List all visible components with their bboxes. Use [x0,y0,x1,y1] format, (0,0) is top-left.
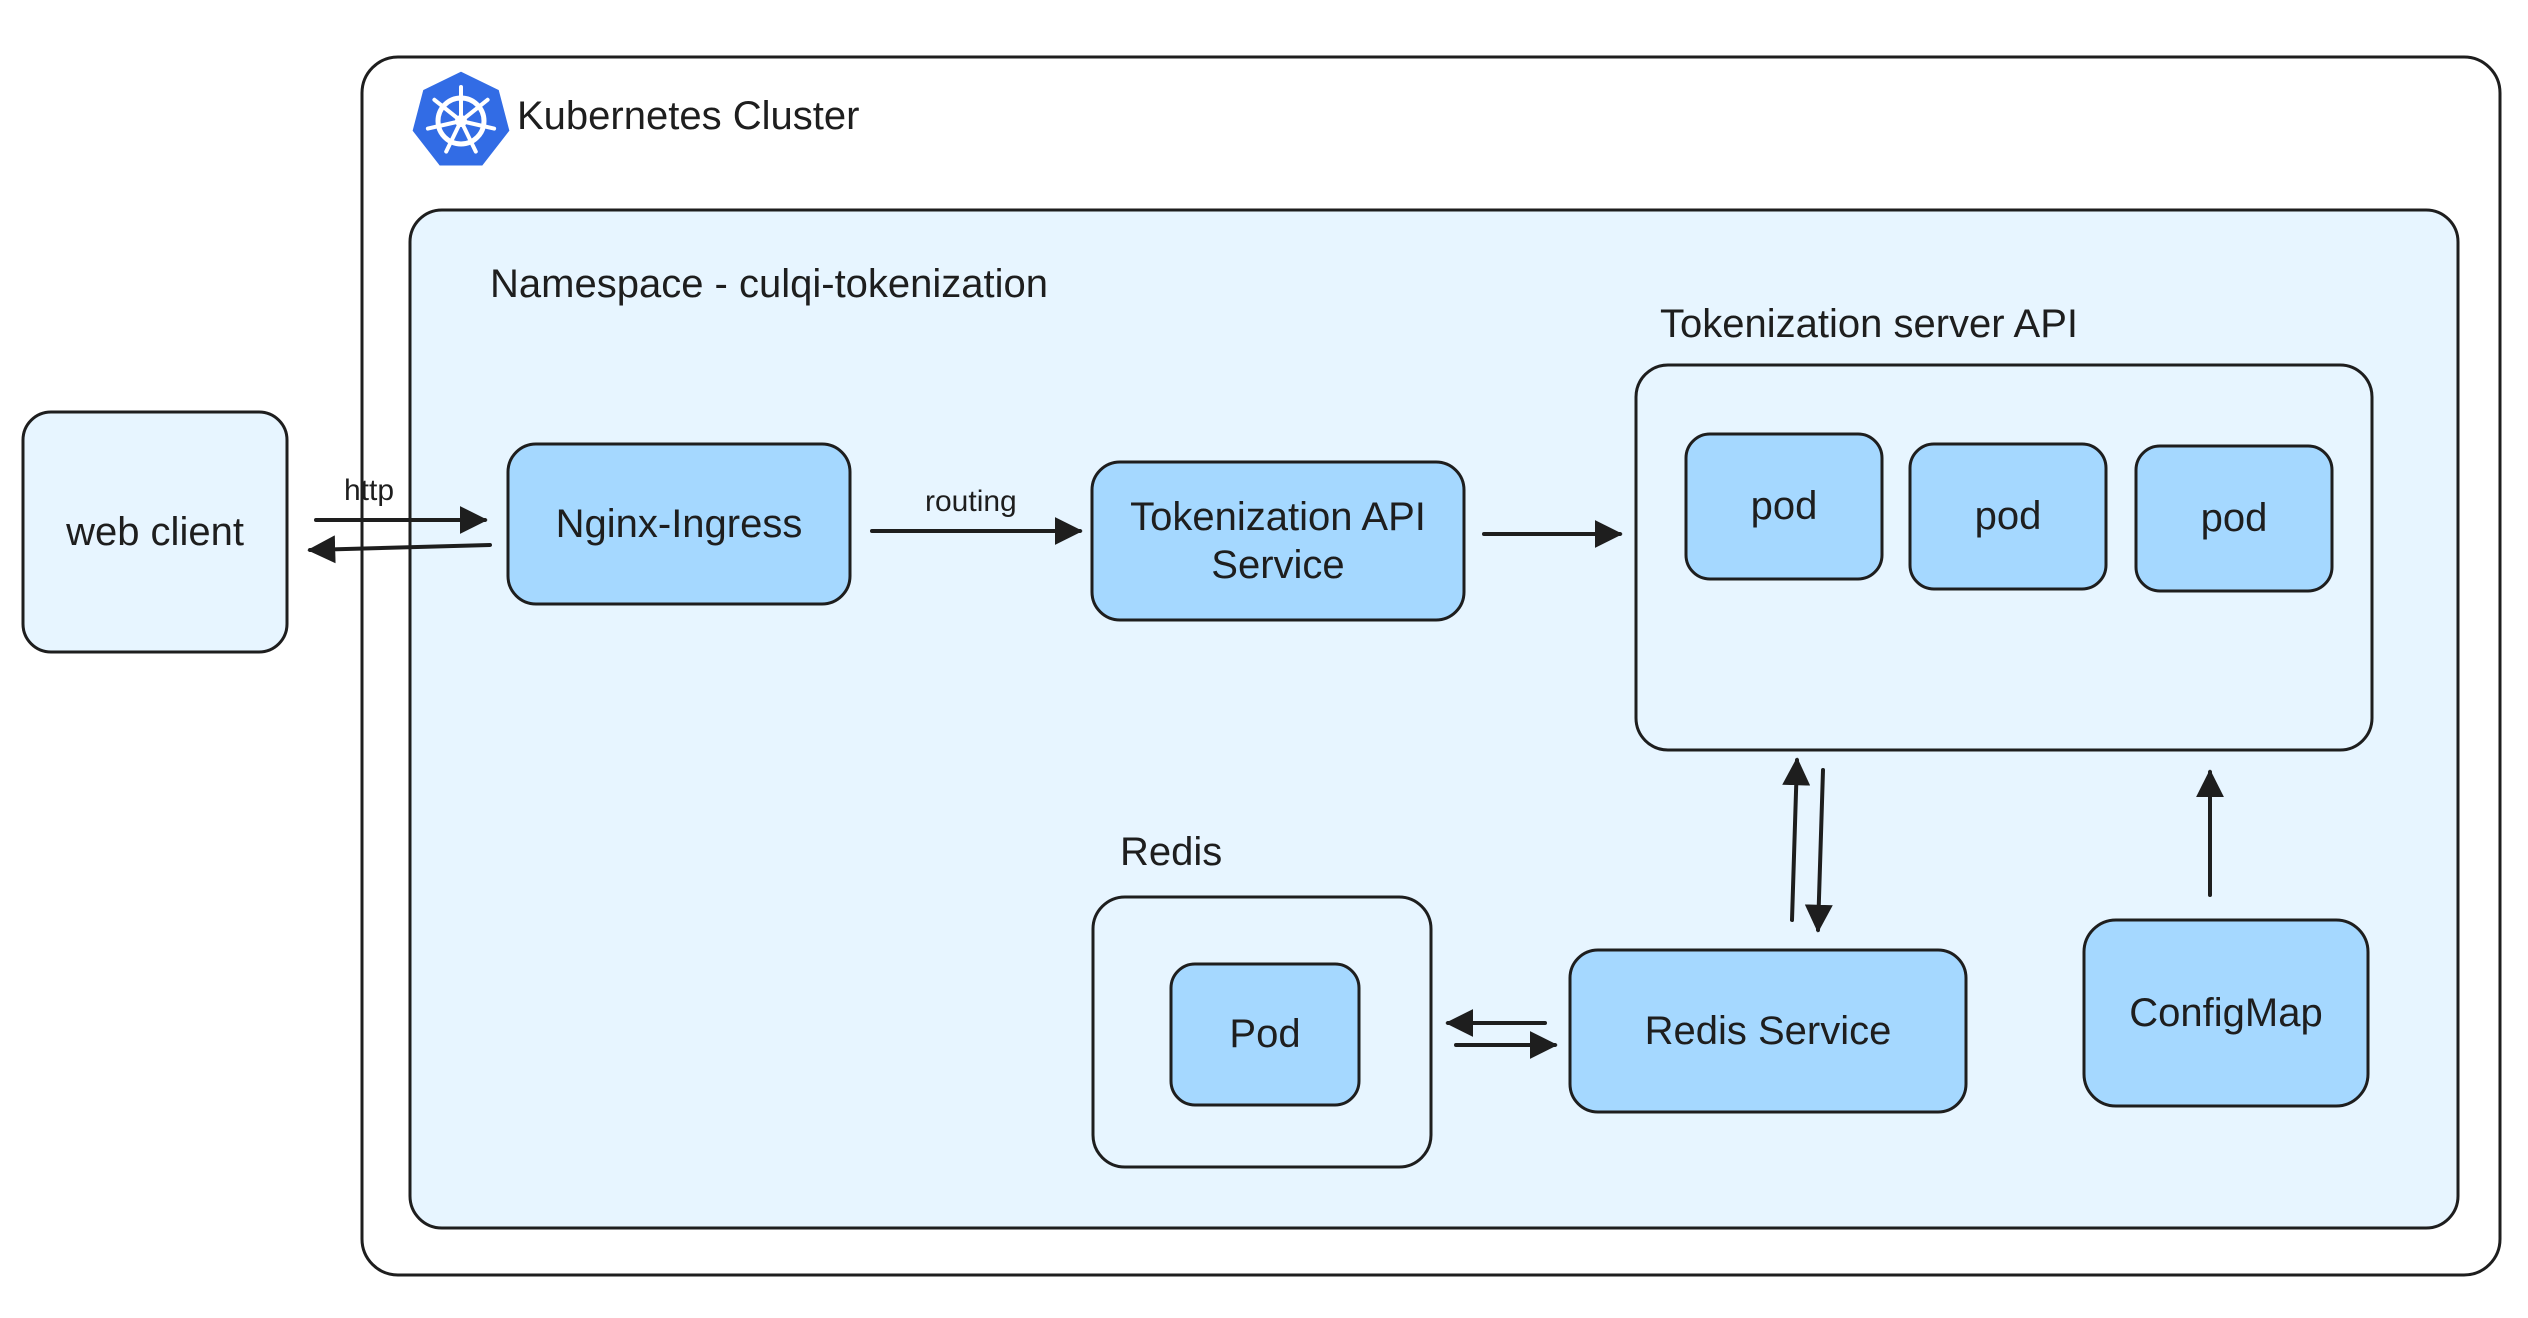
pod-label-2: pod [1974,494,2042,538]
tokenization-api-service-line2: Service [1211,543,1345,587]
redis-pod-label: Pod [1229,1012,1301,1056]
redis-title: Redis [1120,830,1223,874]
redis-container-box [1091,895,1433,1169]
kubernetes-logo-icon [409,68,513,169]
tokenization-api-service-box [1090,460,1466,622]
nginx-ingress-box [506,442,852,606]
pod-label-3: pod [2200,496,2268,540]
tokenization-server-title: Tokenization server API [1660,302,2078,346]
pod-box-2 [1908,442,2108,591]
configmap-label: ConfigMap [2129,990,2323,1035]
configmap-box [2082,918,2370,1108]
tokenization-api-service-line1: Tokenization API [1130,495,1426,539]
web-client-box [21,410,289,654]
tokenization-server-box [1634,363,2374,752]
pod-label-1: pod [1750,484,1818,528]
pod-box-1 [1684,432,1884,581]
redis-service-label: Redis Service [1644,1008,1892,1053]
redis-pod-box [1169,962,1361,1107]
redis-service-box [1568,948,1968,1114]
arrow-server-down-to-redis-service [1804,768,1833,933]
tokenization-api-service-label: Tokenization API Service [1092,462,1464,620]
arrow-redis-service-up-to-server [1782,757,1811,922]
routing-label: routing [925,485,1017,518]
web-client-label: web client [66,509,244,554]
nginx-ingress-label: Nginx-Ingress [555,501,803,546]
cluster-title: Kubernetes Cluster [517,94,860,138]
namespace-title: Namespace - culqi-tokenization [490,262,1049,306]
arrow-ingress-to-client [307,535,492,564]
http-label: http [344,474,395,507]
pod-box-3 [2134,444,2334,593]
